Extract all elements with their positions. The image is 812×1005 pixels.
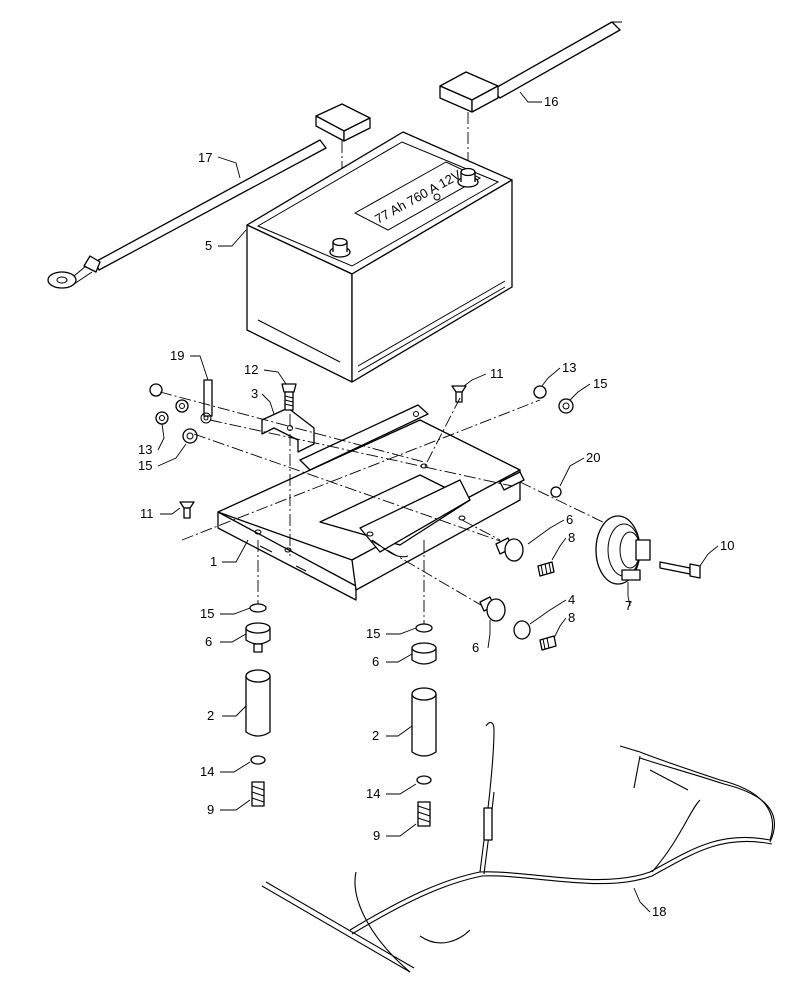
side-bolt-upper bbox=[537, 561, 555, 577]
callout-9-left: 9 bbox=[207, 799, 251, 817]
callout-number: 16 bbox=[544, 94, 558, 109]
left-spacer bbox=[245, 669, 271, 737]
callout-number: 6 bbox=[372, 654, 379, 669]
callout-11-upper: 11 bbox=[463, 366, 504, 387]
cable-bracket bbox=[200, 379, 213, 424]
callout-number: 18 bbox=[652, 904, 666, 919]
callout-17: 17 bbox=[198, 150, 241, 179]
callout-13-left: 13 bbox=[138, 423, 165, 457]
right-isolator bbox=[411, 642, 437, 665]
callout-number: 17 bbox=[198, 150, 212, 165]
callout-number: 8 bbox=[568, 530, 575, 545]
battery-tray bbox=[217, 404, 525, 601]
callout-number: 14 bbox=[200, 764, 214, 779]
callout-number: 20 bbox=[586, 450, 600, 465]
callout-number: 14 bbox=[366, 786, 380, 801]
callout-11-lower: 11 bbox=[140, 506, 181, 521]
side-washer bbox=[513, 620, 531, 640]
callout-number: 9 bbox=[207, 802, 214, 817]
wire-harness bbox=[261, 721, 775, 973]
horn-bolt bbox=[659, 561, 701, 579]
right-washer-top bbox=[415, 623, 433, 633]
callout-3: 3 bbox=[251, 386, 275, 415]
callout-number: 2 bbox=[372, 728, 379, 743]
positive-battery-cable bbox=[439, 21, 622, 180]
callout-number: 6 bbox=[205, 634, 212, 649]
left-washer-top bbox=[249, 603, 267, 613]
alignment-lines bbox=[159, 391, 641, 626]
callout-8-lower: 8 bbox=[553, 610, 575, 639]
callout-18: 18 bbox=[633, 887, 666, 919]
callout-5: 5 bbox=[205, 229, 247, 253]
left-washer-bottom bbox=[250, 755, 266, 765]
callout-15-right-leg: 15 bbox=[366, 626, 417, 641]
right-spacer bbox=[411, 687, 437, 757]
rubber-isolator-side-lower bbox=[479, 596, 506, 622]
callout-number: 8 bbox=[568, 610, 575, 625]
callout-number: 15 bbox=[138, 458, 152, 473]
callout-number: 2 bbox=[207, 708, 214, 723]
callout-number: 15 bbox=[200, 606, 214, 621]
callout-14-right: 14 bbox=[366, 783, 417, 801]
callout-15-upper: 15 bbox=[569, 376, 607, 401]
callout-number: 12 bbox=[244, 362, 258, 377]
callout-number: 11 bbox=[490, 366, 504, 381]
hold-down-clamp bbox=[261, 407, 315, 453]
callout-6-side: 6 bbox=[472, 620, 491, 655]
callout-number: 13 bbox=[138, 442, 152, 457]
horn-nut bbox=[550, 486, 562, 498]
callout-6-upper: 6 bbox=[527, 512, 573, 545]
rubber-isolator-side-upper bbox=[495, 537, 524, 562]
callout-9-right: 9 bbox=[373, 823, 417, 843]
callout-number: 1 bbox=[210, 554, 217, 569]
right-bottom-bolt bbox=[417, 801, 431, 827]
callout-2-right: 2 bbox=[372, 725, 413, 743]
callout-number: 3 bbox=[251, 386, 258, 401]
callout-1: 1 bbox=[210, 539, 249, 569]
callout-20: 20 bbox=[559, 450, 600, 487]
callout-10: 10 bbox=[699, 538, 734, 567]
callout-number: 4 bbox=[568, 592, 575, 607]
battery: 77 Ah 760 A 12V bbox=[246, 131, 513, 383]
callout-7: 7 bbox=[625, 582, 632, 613]
callout-number: 5 bbox=[205, 238, 212, 253]
right-washer-bottom bbox=[416, 775, 432, 785]
callout-4: 4 bbox=[529, 592, 575, 625]
callout-15-left: 15 bbox=[138, 443, 187, 473]
left-bottom-bolt bbox=[251, 781, 265, 807]
callout-number: 13 bbox=[562, 360, 576, 375]
callout-number: 6 bbox=[472, 640, 479, 655]
flathead-screw-upper bbox=[451, 385, 467, 403]
callout-number: 15 bbox=[593, 376, 607, 391]
left-isolator bbox=[245, 622, 271, 653]
right-nut-washer bbox=[533, 385, 574, 414]
side-bolt-lower bbox=[539, 635, 557, 651]
callout-number: 6 bbox=[566, 512, 573, 527]
callout-number: 9 bbox=[373, 828, 380, 843]
callout-6-right-leg: 6 bbox=[372, 653, 413, 669]
callout-16: 16 bbox=[519, 91, 558, 109]
callout-number: 10 bbox=[720, 538, 734, 553]
callout-15-left-leg: 15 bbox=[200, 606, 251, 621]
callout-number: 11 bbox=[140, 506, 154, 521]
callout-19: 19 bbox=[170, 348, 209, 381]
callout-13-upper: 13 bbox=[541, 360, 576, 387]
callout-number: 19 bbox=[170, 348, 184, 363]
callout-12: 12 bbox=[244, 362, 287, 385]
flathead-screw-lower bbox=[179, 501, 195, 519]
horn bbox=[595, 515, 651, 585]
callout-number: 15 bbox=[366, 626, 380, 641]
callout-14-left: 14 bbox=[200, 761, 251, 779]
left-nuts-washers bbox=[149, 383, 198, 444]
callout-8-upper: 8 bbox=[551, 530, 575, 561]
callout-2-left: 2 bbox=[207, 705, 247, 723]
callout-number: 7 bbox=[625, 598, 632, 613]
callout-6-left-leg: 6 bbox=[205, 633, 247, 649]
clamp-bolt bbox=[281, 383, 297, 411]
